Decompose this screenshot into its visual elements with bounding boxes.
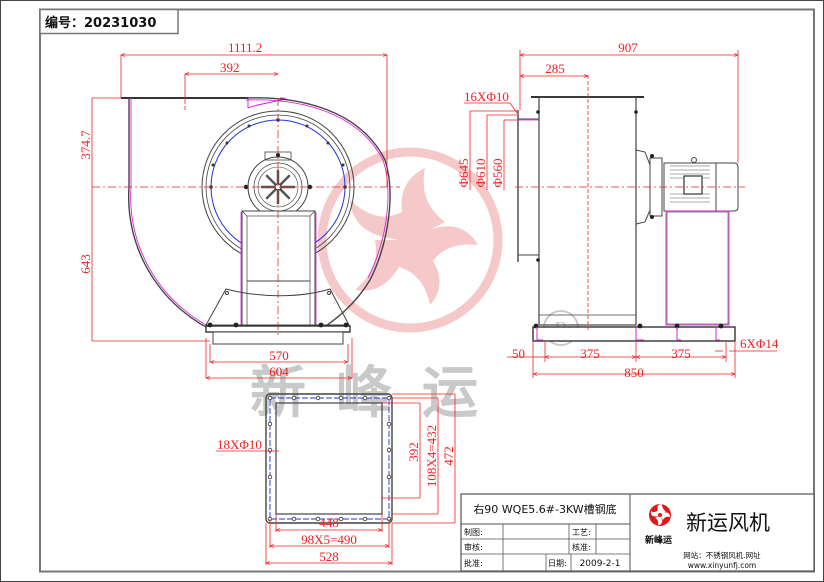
dim-flange-inner-height: 392 [406,442,421,462]
dim-base-span-2: 375 [671,346,691,361]
logo-caption: 新峰运 [645,534,673,546]
dim-base-span-1: 375 [580,346,600,361]
dim-dia-inner: Φ560 [490,158,505,187]
dim-dia-bolt: Φ610 [473,158,488,187]
label-authorized-by: 批准: [464,558,483,568]
label-process: 工艺: [572,528,591,537]
side-view-dimensions [464,50,777,378]
title-block: 右90 WQE5.6#-3KW槽钢底 制图: 工艺: 审核: 核准: 批准: 日… [460,493,815,572]
dim-flange-bolt-pitch-h: 98X5=490 [301,532,357,547]
outlet-flange-dimensions [216,393,456,565]
company-logo-icon [649,504,671,526]
dim-base-bolts: 6XΦ14 [740,336,779,351]
dim-base-outer: 604 [269,364,289,379]
website-label: 网站：不锈钢风机.网址 [683,550,761,560]
dim-base-total: 850 [624,365,644,380]
label-date: 日期: [548,559,567,568]
fan-blade-icon [350,168,478,305]
title-model: 右90 WQE5.6#-3KW槽钢底 [473,502,616,516]
label-checked-by: 审核: [464,542,483,552]
dim-overall-width: 1111.2 [228,40,262,55]
dim-outlet-height: 374.7 [78,130,93,160]
dim-base-inner: 570 [269,348,289,363]
dim-flange-bolt-pitch-v: 108X4=432 [424,425,439,487]
dim-flange-outer-height: 472 [441,446,456,466]
side-view [515,75,745,342]
dim-outlet-offset: 392 [220,60,240,75]
front-view [92,97,400,345]
dim-inlet-bolts: 16XΦ10 [464,89,509,104]
dim-flange-outer-width: 528 [319,549,339,564]
serial-header: 编号：20231030 [39,8,179,35]
outlet-flange-view [265,393,393,524]
company-name: 新运风机 [686,511,770,535]
watermark-logo [317,147,503,333]
dim-flange-inner-width: 448 [319,515,339,530]
dim-base-edge: 50 [512,346,525,361]
dim-flange-bolts: 18XΦ10 [217,437,262,452]
dim-overall-length: 907 [618,40,638,55]
date-value: 2009-2-1 [580,559,621,569]
website-url: www.xinyunfj.com [688,561,756,570]
drawing-frame [39,8,815,573]
dim-dia-outer: Φ645 [456,158,471,187]
serial-number-text: 编号：20231030 [45,15,156,31]
dim-center-height: 643 [78,254,93,274]
front-view-dimensions [91,55,387,378]
watermark-circle-icon [317,147,503,333]
dim-inlet-offset: 285 [545,61,565,76]
label-drawn-by: 制图: [464,527,483,537]
label-approved: 核准: [572,542,591,552]
